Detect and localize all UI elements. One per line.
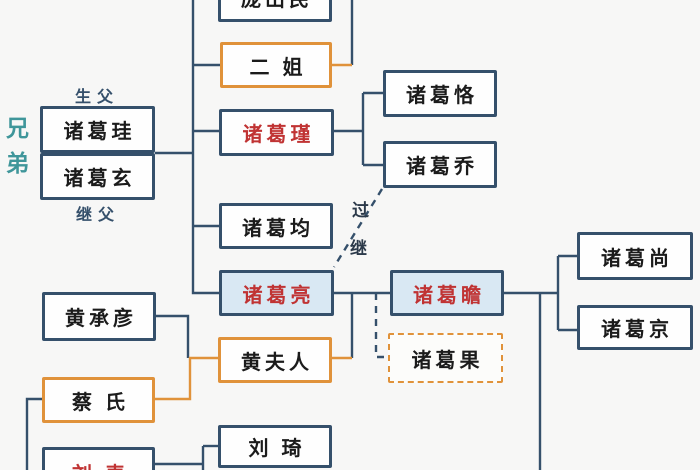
step-father-label: 继父: [75, 205, 120, 224]
node-zhuge-jing: 诸葛京: [577, 305, 693, 350]
birth-father-label: 生父: [74, 87, 119, 106]
node-erjie: 二姐: [220, 42, 332, 88]
node-zhuge-ke: 诸葛恪: [383, 70, 497, 117]
node-huang-chengyan: 黄承彦: [42, 292, 156, 341]
adoption-label-char-1: 过: [352, 201, 369, 221]
adoption-label-char-2: 继: [350, 239, 367, 259]
node-zhuge-jin: 诸葛瑾: [219, 109, 334, 156]
edge-cai-liu-bracket: [25, 397, 42, 470]
node-pang-shanmin: 庞山民: [218, 0, 332, 22]
node-zhuge-xuan: 诸葛玄: [40, 153, 155, 200]
edge-cai-shi-link: [155, 356, 218, 401]
node-liu-qi: 刘琦: [218, 425, 332, 468]
brothers-char-2: 弟: [6, 151, 29, 177]
node-zhuge-shang: 诸葛尚: [577, 232, 693, 280]
edge-zhuge-guo-link: [374, 293, 388, 359]
node-huang-furen: 黄夫人: [218, 337, 332, 383]
node-zhuge-liang: 诸葛亮: [219, 270, 334, 316]
node-zhuge-qiao: 诸葛乔: [383, 141, 497, 188]
edge-spine-to-zhuge-liang: [191, 0, 219, 295]
node-liu-biao: 刘表: [42, 447, 155, 470]
node-cai-shi: 蔡氏: [42, 377, 155, 423]
node-zhuge-gui: 诸葛珪: [40, 106, 155, 153]
edge-huang-chengyan-link: [155, 314, 190, 358]
node-zhuge-jun: 诸葛均: [219, 203, 333, 249]
brothers-char-1: 兄: [6, 116, 29, 142]
brothers-label: 兄 弟: [6, 112, 29, 182]
edge-adoption-line: [332, 188, 384, 268]
node-zhuge-zhan: 诸葛瞻: [390, 270, 504, 316]
node-zhuge-guo: 诸葛果: [388, 333, 503, 383]
